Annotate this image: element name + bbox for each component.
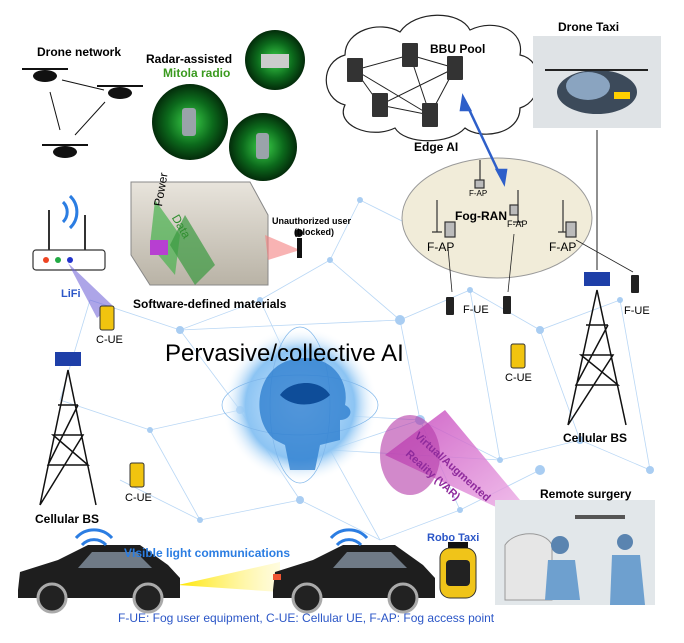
c-ue-phones xyxy=(129,343,526,488)
c-ue-label-1: C-UE xyxy=(96,334,123,346)
remote-surgery-label: Remote surgery xyxy=(540,487,632,501)
mitola-label: Mitola radio xyxy=(163,66,231,80)
main-title: Pervasive/collective AI xyxy=(165,340,404,367)
bbu-pool-cloud xyxy=(325,14,540,142)
drone-taxi-label: Drone Taxi xyxy=(558,20,620,34)
edge-ai-label: Edge AI xyxy=(414,140,459,154)
unauthorized-label-2: (blocked) xyxy=(294,227,335,237)
car-left xyxy=(18,545,180,614)
robo-taxi-image xyxy=(439,542,477,599)
f-ue-label-1: F-UE xyxy=(463,304,489,316)
lifi-router xyxy=(32,194,115,331)
lifi-label: LiFi xyxy=(61,288,81,300)
f-ap-small-label: F-AP xyxy=(469,189,488,198)
remote-surgery-image xyxy=(495,500,655,605)
f-ap-right-label: F-AP xyxy=(549,240,577,254)
ue-links xyxy=(447,233,634,293)
edge-ai-arrow xyxy=(459,93,508,187)
car-right xyxy=(273,545,435,614)
visible-light-beam xyxy=(178,562,280,592)
f-ap-left-label: F-AP xyxy=(427,240,455,254)
wifi-icon xyxy=(74,528,369,547)
robo-taxi-label: Robo Taxi xyxy=(427,532,480,544)
f-ap-towers xyxy=(432,160,577,238)
radar-scopes xyxy=(152,30,305,181)
cellular-bs-left-label: Cellular BS xyxy=(35,512,100,526)
cellular-tower-right xyxy=(567,272,627,426)
smart-room-image xyxy=(130,181,303,286)
legend-footer: F-UE: Fog user equipment, C-UE: Cellular… xyxy=(118,611,495,625)
bbu-pool-label: BBU Pool xyxy=(430,42,486,56)
drone-network xyxy=(22,68,143,158)
radar-label: Radar-assisted xyxy=(146,52,233,66)
cellular-bs-right-label: Cellular BS xyxy=(563,431,628,445)
unauthorized-label-1: Unauthorized user xyxy=(272,216,352,226)
drone-taxi-image xyxy=(533,36,661,128)
f-ue-label-2: F-UE xyxy=(624,305,650,317)
brain-globe-icon xyxy=(221,326,379,484)
vlc-label: VIsible light communications xyxy=(124,546,291,560)
fog-ran-label: Fog-RAN xyxy=(455,209,507,223)
fog-ran-area xyxy=(401,157,593,279)
drone-network-label: Drone network xyxy=(37,45,122,59)
f-ap-mid-label: F-AP xyxy=(507,219,528,229)
c-ue-label-3: C-UE xyxy=(125,492,152,504)
c-ue-label-2: C-UE xyxy=(505,372,532,384)
cellular-tower-left xyxy=(39,352,97,506)
software-materials-label: Software-defined materials xyxy=(133,297,287,311)
fog-phones xyxy=(446,275,639,315)
